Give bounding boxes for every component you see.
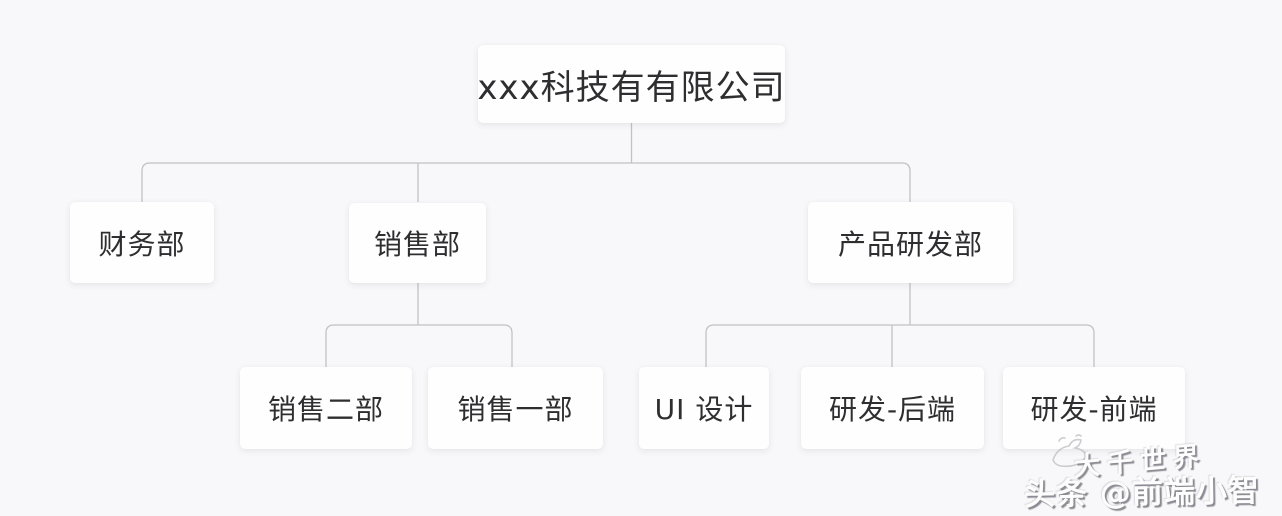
org-node-label: 研发-前端 — [1030, 393, 1158, 426]
org-node-label: 研发-后端 — [828, 393, 957, 426]
org-node-finance-dept[interactable]: 财务部 — [70, 202, 214, 283]
org-node-label: 产品研发部 — [837, 227, 983, 261]
org-node-product-rd-dept[interactable]: 产品研发部 — [808, 202, 1013, 283]
org-node-label: 销售二部 — [267, 393, 384, 426]
org-node-sales-2[interactable]: 销售二部 — [240, 367, 412, 449]
org-node-label: 销售一部 — [457, 393, 574, 426]
org-node-label: UI 设计 — [654, 393, 754, 426]
org-node-sales-1[interactable]: 销售一部 — [428, 367, 603, 449]
org-node-label: 销售部 — [373, 228, 461, 261]
org-node-label: xxx科技有有限公司 — [477, 67, 786, 108]
org-node-ui-design[interactable]: UI 设计 — [639, 367, 769, 449]
org-node-rd-backend[interactable]: 研发-后端 — [801, 367, 984, 449]
org-node-label: 财务部 — [98, 227, 186, 261]
org-node-sales-dept[interactable]: 销售部 — [349, 203, 486, 283]
org-node-root[interactable]: xxx科技有有限公司 — [477, 45, 786, 123]
bird-logo-icon — [1052, 434, 1094, 468]
watermark-credit-text: 头条 @前端小智 — [1023, 472, 1261, 514]
org-node-rd-frontend[interactable]: 研发-前端 — [1003, 367, 1185, 449]
watermark: 大千世界 头条 @前端小智 — [1010, 425, 1282, 516]
